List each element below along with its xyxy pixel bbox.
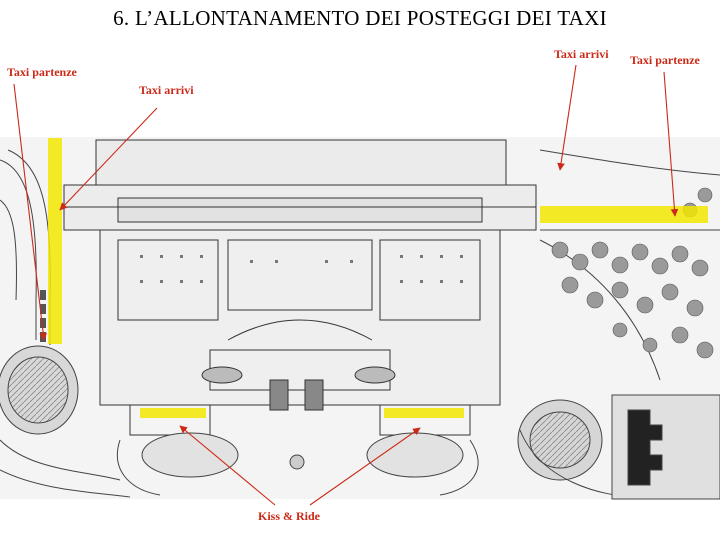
left-road-area (0, 149, 131, 498)
label-kiss-ride: Kiss & Ride (258, 509, 321, 523)
right-trees (551, 187, 714, 359)
label-taxi-arrivi-right: Taxi arrivi (554, 47, 609, 61)
arrow-kiss-ride-right (309, 427, 421, 506)
taxi-zone-right-bar (540, 206, 708, 223)
arrow-taxi-partenze-left (13, 83, 48, 341)
right-area (517, 149, 720, 500)
arrow-kiss-ride-left (179, 425, 276, 506)
label-taxi-arrivi-left: Taxi arrivi (139, 83, 194, 97)
kiss-ride-zone-right (384, 408, 464, 418)
building-interior-grid (140, 255, 463, 283)
station-building (63, 139, 537, 436)
kiss-ride-zone-left (140, 408, 206, 418)
taxi-zone-left-column (48, 138, 62, 344)
slide-title: 6. L’ALLONTANAMENTO DEI POSTEGGI DEI TAX… (113, 6, 607, 30)
label-taxi-partenze-left: Taxi partenze (7, 65, 77, 79)
arrow-taxi-arrivi-left (59, 107, 158, 211)
arrow-taxi-arrivi-right (557, 64, 577, 171)
label-taxi-partenze-right: Taxi partenze (630, 53, 700, 67)
arrow-taxi-partenze-right (663, 71, 679, 217)
forecourt (116, 432, 479, 496)
